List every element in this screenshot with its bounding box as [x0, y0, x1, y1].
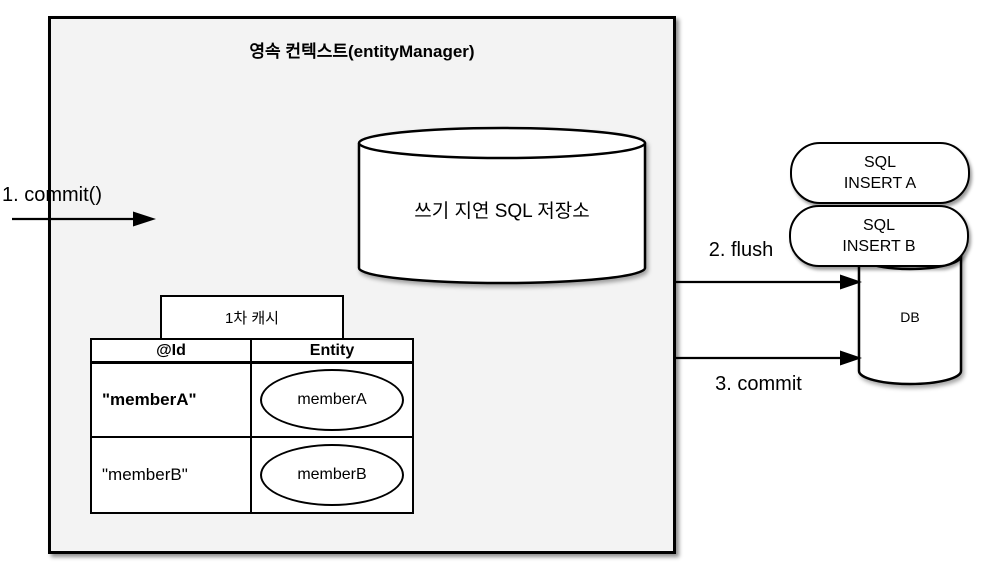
sql-store-cylinder-icon [357, 126, 647, 285]
cache-row-entity-cell: memberA [252, 364, 412, 436]
cache-row-id: "memberA" [92, 364, 252, 436]
flush-arrow [676, 274, 862, 290]
sql-insert-b-pill: SQL INSERT B [789, 205, 969, 267]
persistence-context-title: 영속 컨텍스트(entityManager) [249, 42, 475, 61]
sql-store-label: 쓰기 지연 SQL 저장소 [414, 201, 590, 222]
sql-insert-a-line1: SQL [863, 154, 896, 171]
column-header-entity: Entity [309, 341, 355, 359]
cache-row-entity-cell: memberB [252, 438, 412, 512]
entity-ellipse-memberA: memberA [260, 369, 404, 431]
cache-table-header-row: @Id Entity [92, 340, 412, 364]
cache-row-memberB: "memberB" memberB [92, 438, 412, 512]
commit-step-label: 1. commit() [2, 184, 102, 206]
sql-insert-b-line1: SQL [862, 217, 895, 234]
first-level-cache-tab-label: 1차 캐시 [225, 310, 279, 327]
cache-row-memberA: "memberA" memberA [92, 364, 412, 438]
entity-label: memberA [297, 391, 367, 408]
database-label: DB [900, 309, 920, 325]
entity-label: memberB [297, 466, 367, 483]
cache-row-id: "memberB" [92, 438, 252, 512]
first-level-cache-tab: 1차 캐시 [160, 295, 344, 340]
sql-insert-a-line2: INSERT A [843, 175, 917, 192]
sql-insert-b-line2: INSERT B [842, 238, 916, 255]
flush-step-label: 2. flush [708, 239, 774, 261]
first-level-cache-table: @Id Entity "memberA" memberA "memberB" m… [90, 338, 414, 514]
sql-insert-a-pill: SQL INSERT A [790, 142, 970, 204]
commit-to-db-arrow [676, 350, 862, 366]
commit-to-db-step-label: 3. commit [715, 373, 802, 395]
column-header-id: @Id [92, 340, 252, 361]
entity-ellipse-memberB: memberB [260, 444, 404, 506]
